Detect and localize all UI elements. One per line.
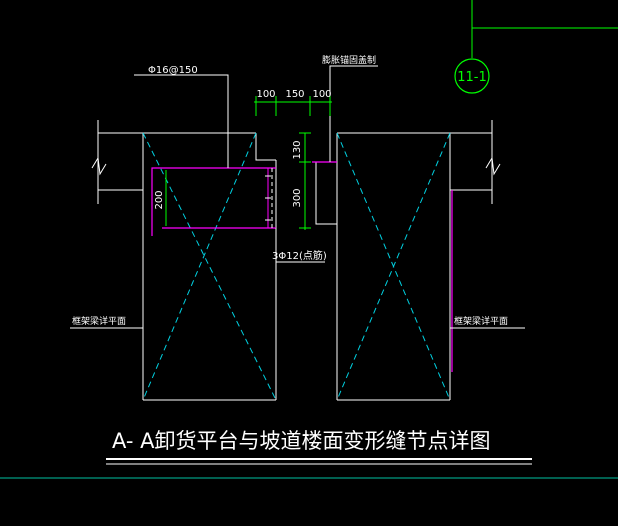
right-break-symbol (485, 156, 501, 176)
left-cross-2 (142, 132, 257, 401)
rebar-bottom-leader (275, 228, 325, 263)
rebar-bottom-label: 3Φ12(点筋) (272, 249, 327, 262)
section-marker-text: 11-1 (457, 70, 487, 85)
dim-vert-b: 300 (292, 188, 303, 207)
left-break-symbol (91, 156, 107, 176)
left-joint-step (255, 133, 276, 161)
drawing-title: A- A卸货平台与坡道楼面变形缝节点详图 (112, 429, 491, 453)
anchor-plate (315, 161, 338, 225)
dim-vert-a: 130 (292, 140, 303, 159)
right-cross-2 (336, 132, 451, 401)
rebar-top-leader (134, 74, 229, 168)
dim-top-c: 100 (312, 89, 331, 100)
dim-beam-text: 200 (154, 190, 165, 209)
dim-top-a: 100 (256, 89, 275, 100)
anchor-leader (329, 65, 378, 162)
anchor-note: 膨胀锚固盖制 (322, 54, 376, 66)
left-cross-1 (142, 132, 277, 401)
rebar-top-label: Φ16@150 (148, 65, 198, 76)
level-left-label: 框架梁详平面 (72, 315, 126, 327)
section-marker-circle (454, 58, 490, 94)
left-rebar-bent (151, 167, 276, 236)
level-right-label: 框架梁详平面 (454, 315, 508, 327)
dim-top-b: 150 (285, 89, 304, 100)
